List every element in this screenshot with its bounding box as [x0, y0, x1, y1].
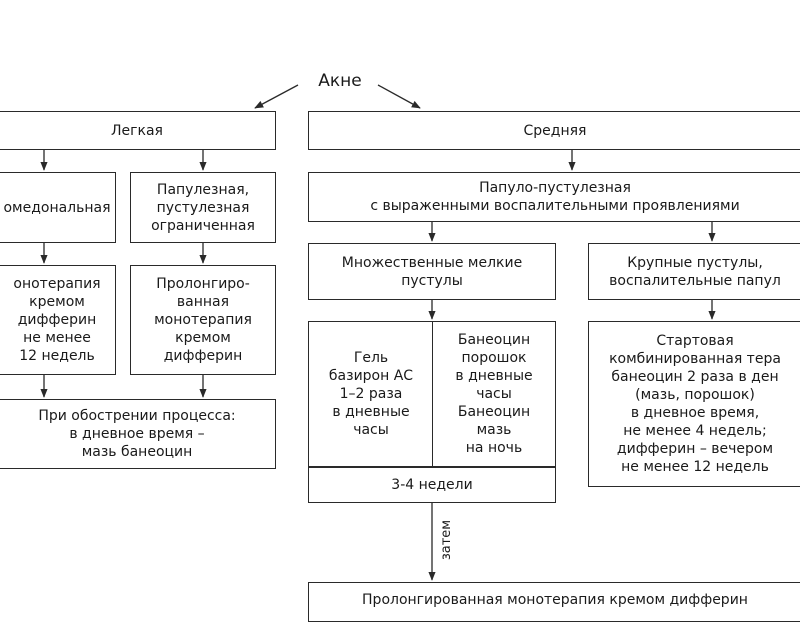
papular-therapy-box: Пролонгиро- ванная монотерапия кремом ди…: [130, 265, 276, 375]
gel-therapy-line: часы: [353, 422, 389, 438]
duration-label: 3-4 недели: [391, 477, 473, 493]
papular-therapy-line: Пролонгиро-: [156, 276, 250, 292]
small-pustules-line: Множественные мелкие: [341, 254, 523, 271]
mild-severity-box: Легкая: [0, 111, 276, 150]
baneocin-therapy-line: на ночь: [465, 440, 523, 456]
large-pustules-line: воспалительные папул: [609, 272, 781, 289]
comedonal-therapy-line: не менее: [23, 330, 91, 346]
papulopustular-line: с выраженными воспалительными проявления…: [370, 198, 740, 214]
papular-line: ограниченная: [151, 217, 255, 234]
papular-therapy-line: кремом: [175, 330, 231, 346]
arrow-root-mild: [254, 84, 299, 109]
baneocin-therapy-line: мазь: [476, 422, 512, 438]
papular-line: Папулезная,: [156, 181, 250, 198]
baneocin-therapy-line: в дневные: [455, 368, 533, 384]
connector-lines: [40, 84, 716, 581]
exacerbation-line: мазь банеоцин: [81, 444, 193, 460]
baneocin-therapy-line: порошок: [461, 350, 527, 366]
papular-therapy-line: ванная: [176, 294, 230, 310]
starting-therapy-line: не менее 12 недель: [621, 459, 769, 475]
duration-box: 3-4 недели: [308, 467, 556, 503]
prolonged-therapy-box: Пролонгированная монотерапия кремом дифф…: [308, 582, 800, 622]
gel-therapy-line: базирон АС: [328, 368, 414, 384]
starting-therapy-line: банеоцин 2 раза в ден: [611, 369, 779, 385]
small-pustules-line: пустулы: [401, 272, 463, 289]
exacerbation-line: При обострении процесса:: [38, 408, 236, 424]
large-pustules-box: Крупные пустулы, воспалительные папул: [588, 243, 800, 300]
papulopustular-box: Папуло-пустулезная с выраженными воспали…: [308, 172, 800, 222]
then-label: затем: [439, 519, 454, 561]
baneocin-therapy-line: Банеоцин: [457, 332, 531, 348]
papular-box: Папулезная, пустулезная ограниченная: [130, 172, 276, 243]
papular-therapy-line: дифферин: [163, 348, 243, 364]
gel-therapy-line: 1–2 раза: [339, 386, 403, 402]
comedonal-therapy-line: дифферин: [17, 312, 97, 328]
gel-therapy-box: Гель базирон АС 1–2 раза в дневные часы: [308, 321, 434, 467]
starting-therapy-line: Стартовая: [656, 333, 734, 349]
starting-therapy-line: не менее 4 недель;: [623, 423, 767, 439]
comedonal-therapy-line: 12 недель: [19, 348, 95, 364]
comedonal-therapy-line: кремом: [29, 294, 85, 310]
starting-therapy-line: дифферин – вечером: [616, 441, 774, 457]
moderate-title: Средняя: [523, 122, 587, 139]
mild-title: Легкая: [111, 122, 163, 139]
starting-therapy-line: комбинированная тера: [609, 351, 781, 367]
comedonal-line: омедональная: [3, 199, 111, 216]
papulopustular-line: Папуло-пустулезная: [479, 180, 631, 196]
acne-treatment-diagram: Акне Легкая омедональная Папулезная, пус…: [0, 71, 800, 622]
comedonal-box: омедональная: [0, 172, 116, 243]
baneocin-therapy-line: Банеоцин: [457, 404, 531, 420]
comedonal-therapy-line: онотерапия: [13, 276, 101, 292]
large-pustules-line: Крупные пустулы,: [627, 254, 763, 271]
exacerbation-box: При обострении процесса: в дневное время…: [0, 399, 276, 469]
prolonged-therapy-line: Пролонгированная монотерапия кремом дифф…: [362, 592, 748, 608]
gel-therapy-line: Гель: [353, 350, 389, 366]
small-pustules-box: Множественные мелкие пустулы: [308, 243, 556, 300]
baneocin-therapy-box: Банеоцин порошок в дневные часы Банеоцин…: [432, 321, 556, 467]
papular-therapy-line: монотерапия: [154, 312, 252, 328]
papular-line: пустулезная: [156, 199, 250, 216]
moderate-severity-box: Средняя: [308, 111, 800, 150]
starting-therapy-line: в дневное время,: [630, 405, 760, 421]
comedonal-therapy-box: онотерапия кремом дифферин не менее 12 н…: [0, 265, 116, 375]
starting-therapy-box: Стартовая комбинированная тера банеоцин …: [588, 321, 800, 487]
baneocin-therapy-line: часы: [476, 386, 512, 402]
starting-therapy-line: (мазь, порошок): [635, 387, 755, 403]
root-acne-label: Акне: [318, 71, 362, 91]
arrow-root-moderate: [377, 84, 421, 109]
gel-therapy-line: в дневные: [332, 404, 410, 420]
exacerbation-line: в дневное время –: [69, 426, 205, 442]
